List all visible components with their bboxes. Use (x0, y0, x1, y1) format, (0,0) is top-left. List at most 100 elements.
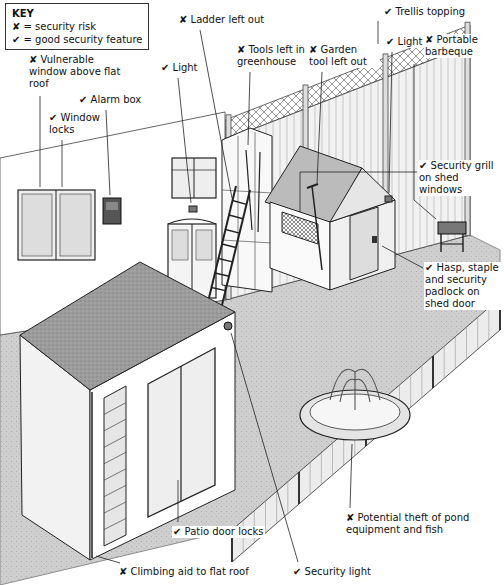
callout-label: ✘ Tools left in greenhouse (236, 44, 310, 68)
leader-line-part (317, 72, 322, 183)
extension-building-part-part (104, 518, 126, 529)
leader-line-part (382, 246, 423, 268)
side-fence-part (410, 375, 411, 407)
house-wall-part (196, 230, 212, 260)
barbeque-part (462, 234, 463, 252)
shed-part (307, 184, 318, 188)
callout-label: ✔ Security light (292, 566, 372, 578)
side-fence-part (332, 443, 333, 475)
back-fence-part (399, 73, 400, 254)
side-fence-part (488, 308, 489, 340)
leader-line-part (300, 172, 417, 212)
side-fence-part (421, 366, 422, 398)
ladder-part-part (233, 201, 247, 205)
ladder-part (208, 186, 236, 302)
callout-label: ✔ Light (385, 36, 424, 48)
leader-line-part (178, 480, 179, 522)
back-fence-part (427, 62, 428, 247)
fountain (300, 369, 410, 440)
callout-label: ✔ Hasp, staple and security padlock on s… (424, 262, 502, 310)
ladder-part-part (215, 273, 229, 276)
extension-building-part (224, 322, 232, 330)
leader-line-part (40, 96, 41, 187)
extension-building-part-part (104, 502, 126, 513)
extension-building (20, 262, 235, 560)
extension-building-part-part (104, 403, 126, 415)
house-wall-part (106, 202, 118, 210)
leader-line-part (96, 556, 120, 563)
side-fence-part (298, 472, 300, 504)
key-entry: ✘ = security risk (12, 20, 142, 33)
extension-building-part-part (104, 485, 126, 496)
side-fence-part (444, 346, 445, 378)
callout-label: ✘ Vulnerable window above flat roof (28, 54, 126, 90)
greenhouse-part (258, 152, 260, 232)
extension-building-part (104, 386, 126, 546)
extension-building-part-part (104, 436, 126, 448)
extension-building-part (180, 366, 181, 501)
house-wall-part (22, 194, 52, 256)
ladder-part-part (212, 288, 226, 291)
leader-line (40, 21, 436, 563)
side-fence-part (432, 356, 434, 388)
back-fence-part (413, 67, 414, 250)
side-fence-part (455, 337, 456, 369)
back-fence-part (462, 48, 463, 237)
greenhouse-part (222, 190, 272, 193)
key-entry: ✔ = good security feature (12, 33, 142, 46)
shed (265, 146, 395, 290)
house-wall-part (172, 170, 216, 171)
back-fence-part (441, 56, 442, 242)
shed-part (372, 236, 377, 243)
ladder-part (212, 201, 247, 291)
shed-part (270, 202, 330, 290)
ladder-part (222, 190, 250, 305)
fountain-part (330, 369, 380, 410)
side-fence (232, 298, 500, 562)
leader-line-part (62, 140, 63, 187)
side-fence-part (477, 317, 478, 349)
callout-label: ✘ Climbing aid to flat roof (118, 566, 250, 578)
leader-line-part (350, 444, 352, 508)
house-wall-part (189, 206, 197, 212)
house-wall-part (192, 224, 193, 298)
extension-building-part (148, 348, 215, 517)
house-wall-part (18, 190, 95, 260)
leader-line-part (248, 72, 250, 145)
ladder-part-part (219, 259, 233, 262)
callout-label: ✔ Security grill on shed windows (418, 160, 502, 196)
barbeque (438, 222, 466, 252)
extension-building-part-part (104, 469, 126, 480)
callout-label: ✔ Patio door locks (172, 526, 265, 538)
house-wall-part (60, 194, 91, 256)
callout-label: ✔ Light (160, 62, 199, 74)
house-wall-part (172, 230, 188, 260)
key-heading: KEY (12, 7, 142, 20)
extension-building-part (91, 392, 93, 558)
side-fence-part (466, 327, 467, 359)
extension-building-part-part (104, 419, 126, 431)
leader-line-part (178, 78, 191, 203)
side-fence-part (321, 453, 322, 485)
extension-building-part-part (104, 452, 126, 464)
house-wall-part (168, 219, 216, 224)
callout-label: ✔ Alarm box (78, 94, 142, 106)
barbeque-part (438, 222, 466, 234)
side-fence-part (232, 298, 500, 562)
house-wall-part (103, 198, 121, 224)
key-box: KEY✘ = security risk✔ = good security fe… (5, 3, 149, 50)
callout-label: ✘ Ladder left out (178, 14, 265, 26)
shed-part (350, 207, 378, 280)
callout-label: ✘ Potential theft of pond equipment and … (345, 512, 497, 536)
callout-label: ✘ Garden tool left out (308, 44, 380, 68)
greenhouse-part (238, 136, 239, 287)
barbeque-part (441, 244, 463, 245)
side-fence-part (310, 462, 311, 494)
ladder-part-part (222, 244, 236, 248)
barbeque-part (440, 234, 441, 252)
callout-label: ✔ Trellis topping (383, 6, 466, 18)
house-wall-part (172, 158, 216, 198)
callout-label: ✘ Portable barbeque (424, 34, 502, 58)
back-fence-part (406, 70, 407, 252)
